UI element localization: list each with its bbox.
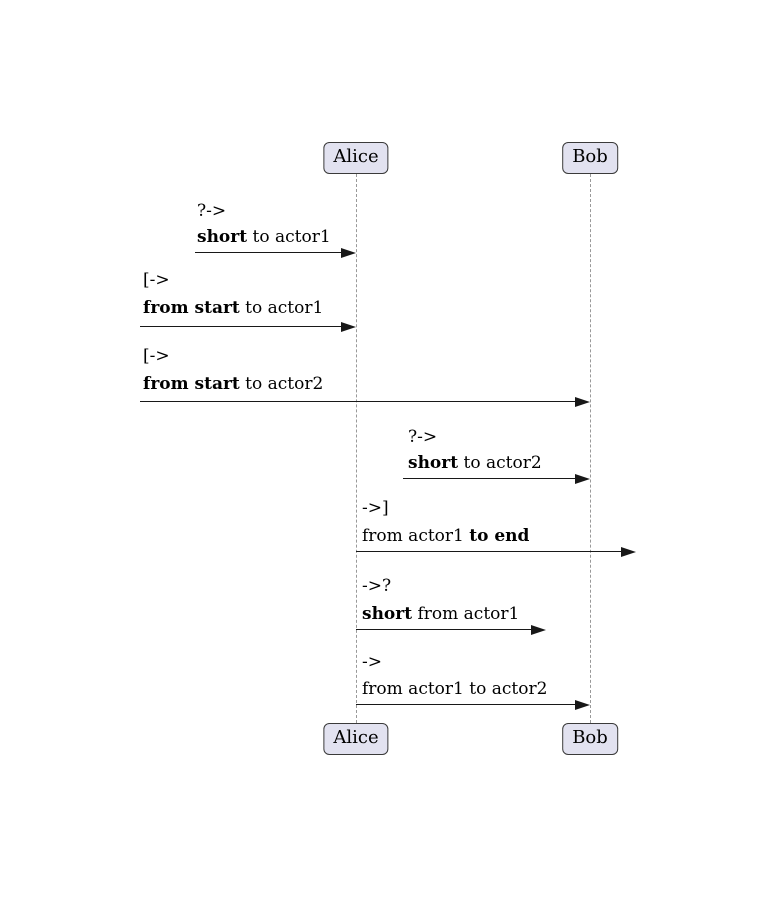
actor-box-actor2-top: Bob [562,142,618,174]
arrowhead-right-icon [575,700,590,710]
actor-name: Alice [333,146,379,167]
actor-name: Alice [333,727,379,748]
message-label: from actor1 to end [362,526,529,546]
actor-box-actor1-top: Alice [323,142,389,174]
arrowhead-right-icon [341,322,356,332]
message-label: from start to actor2 [143,374,323,394]
message-label-segment: to actor2 [458,453,542,473]
message-prefix: [-> [143,270,170,290]
message-label: short from actor1 [362,604,519,624]
message-label-segment: short [362,604,413,624]
arrowhead-right-icon [341,248,356,258]
message-prefix: ->? [362,576,392,596]
actor-box-actor1-bottom: Alice [323,723,389,755]
message-prefix: ?-> [197,201,227,221]
message-label: short to actor2 [408,453,542,473]
message-arrow-line [356,704,587,705]
message-label: from actor1 to actor2 [362,679,547,699]
message-label-segment: from start [143,374,240,394]
lifeline-actor2 [589,174,591,723]
message-label-segment: to actor2 [239,374,324,394]
message-label-segment: to actor1 [247,227,331,247]
actor-box-actor2-bottom: Bob [562,723,618,755]
message-arrow-line [356,629,543,630]
message-arrow-line [356,551,633,552]
message-arrow-line [195,252,353,253]
message-label: short to actor1 [197,227,331,247]
arrowhead-right-icon [531,625,546,635]
message-label-segment: from start [143,298,240,318]
message-label-segment: short [197,227,248,247]
arrowhead-right-icon [621,547,636,557]
message-arrow-line [140,326,353,327]
message-label-segment: to end [469,526,530,546]
message-label-segment: from actor1 to actor2 [362,679,548,699]
message-label: from start to actor1 [143,298,323,318]
arrowhead-right-icon [575,397,590,407]
message-prefix: ?-> [408,427,438,447]
arrowhead-right-icon [575,474,590,484]
message-prefix: [-> [143,346,170,366]
message-label-segment: short [408,453,459,473]
message-prefix: ->] [362,498,389,518]
actor-name: Bob [572,727,608,748]
message-arrow-line [140,401,587,402]
message-prefix: -> [362,652,382,672]
message-label-segment: from actor1 [412,604,520,624]
actor-name: Bob [572,146,608,167]
lifeline-actor1 [355,174,357,723]
message-label-segment: from actor1 [362,526,470,546]
message-arrow-line [403,478,587,479]
message-label-segment: to actor1 [239,298,324,318]
